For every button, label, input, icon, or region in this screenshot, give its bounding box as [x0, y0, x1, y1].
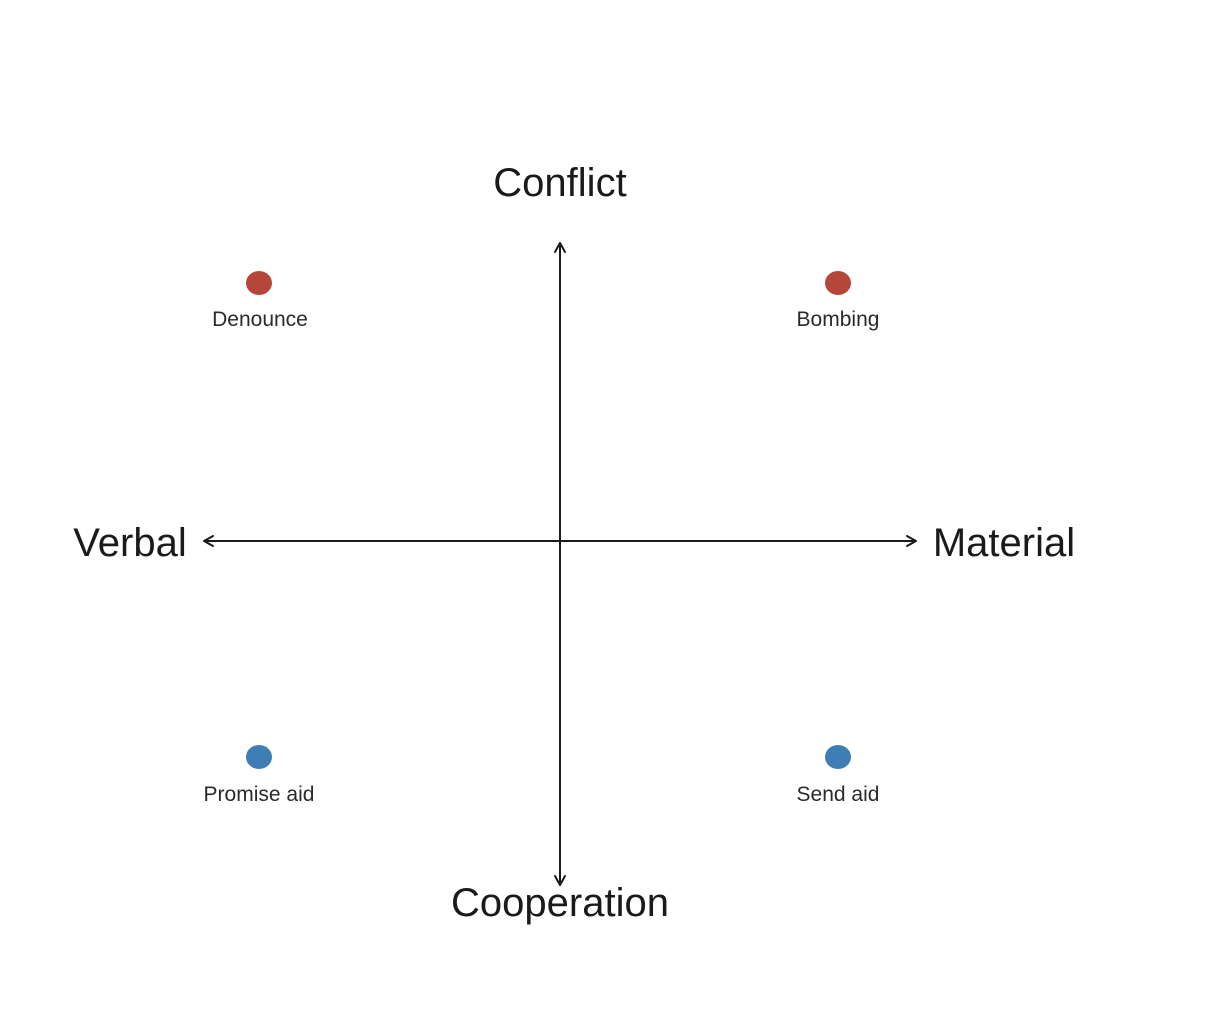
point-bombing: Bombing — [797, 271, 880, 331]
axis-label-cooperation: Cooperation — [451, 881, 669, 925]
verbal-arrow-head — [203, 535, 214, 547]
point-marker — [825, 745, 851, 769]
point-denounce: Denounce — [212, 271, 308, 331]
axis-label-conflict: Conflict — [493, 161, 626, 205]
material-arrow-head — [906, 535, 917, 547]
point-send-aid: Send aid — [797, 745, 880, 806]
axis-label-verbal: Verbal — [73, 521, 186, 565]
point-marker — [246, 745, 272, 769]
point-label: Denounce — [212, 308, 308, 331]
conflict-arrow-head — [554, 242, 566, 253]
cooperation-arrow-head — [554, 875, 566, 886]
point-label: Promise aid — [204, 783, 315, 806]
axis-label-material: Material — [933, 521, 1075, 565]
point-promise-aid: Promise aid — [204, 745, 315, 806]
horizontal-axis — [203, 535, 917, 547]
vertical-axis — [554, 242, 566, 886]
point-label: Send aid — [797, 783, 880, 806]
point-label: Bombing — [797, 308, 880, 331]
point-marker — [825, 271, 851, 295]
point-marker — [246, 271, 272, 295]
